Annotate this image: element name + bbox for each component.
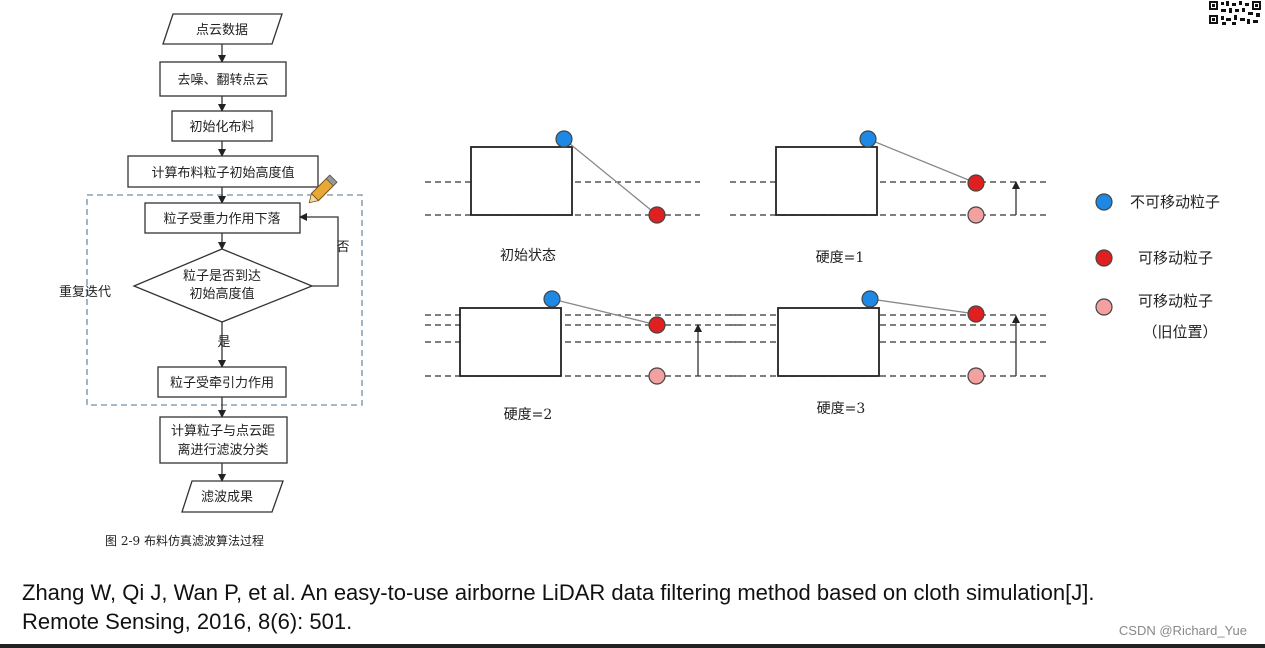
pencil-icon [308, 174, 338, 204]
gravity-label: 粒子受重力作用下落 [163, 211, 280, 227]
bottom-border [0, 644, 1265, 648]
legend-old-marker [1095, 298, 1113, 316]
flowchart [86, 13, 363, 513]
old-position-particle [648, 367, 666, 385]
panel-rigidness-2 [425, 298, 745, 377]
old-position-particle [967, 367, 985, 385]
legend: 不可移动粒子 可移动粒子 可移动粒子 （旧位置） [1095, 193, 1220, 341]
no-label: 否 [336, 240, 349, 255]
start-label: 点云数据 [196, 23, 248, 38]
panel-rigidness-1 [730, 138, 1048, 216]
immovable-particle [555, 130, 573, 148]
movable-particle [967, 305, 985, 323]
denoise-label: 去噪、翻转点云 [177, 73, 268, 88]
panel-initial-label: 初始状态 [500, 247, 556, 264]
classify-box [159, 416, 288, 464]
panel-initial [425, 138, 700, 216]
end-label: 滤波成果 [201, 490, 253, 505]
immovable-particle [543, 290, 561, 308]
init-cloth-label: 初始化布料 [189, 120, 254, 135]
legend-old-label-2: （旧位置） [1142, 323, 1217, 341]
tension-box [157, 366, 287, 398]
panel-rigidness-2-label: 硬度=2 [504, 407, 553, 423]
decision-label-2: 初始高度值 [189, 286, 254, 302]
immovable-particle [861, 290, 879, 308]
movable-particle [967, 174, 985, 192]
immovable-particle [859, 130, 877, 148]
panel-rigidness-3-label: 硬度=3 [817, 401, 866, 417]
csdn-watermark: CSDN @Richard_Yue [1118, 623, 1247, 638]
decision-label-1: 粒子是否到达 [183, 269, 261, 284]
citation-line-2: Remote Sensing, 2016, 8(6): 501. [22, 609, 353, 634]
start-node [162, 13, 283, 45]
movable-particle [648, 206, 666, 224]
decision-node [132, 248, 314, 323]
panel-rigidness-3 [730, 298, 1048, 377]
citation-line-1: Zhang W, Qi J, Wan P, et al. An easy-to-… [22, 580, 1095, 605]
legend-immovable-marker [1095, 193, 1113, 211]
qr-code-icon [1208, 0, 1264, 26]
movable-particle [648, 316, 666, 334]
classify-label-2: 离进行滤波分类 [177, 442, 268, 458]
denoise-box [159, 61, 287, 97]
iteration-loop-box [86, 194, 363, 406]
no-loop-arrow [299, 213, 339, 287]
legend-immovable-label: 不可移动粒子 [1130, 193, 1220, 211]
figure-caption: 图 2-9 布料仿真滤波算法过程 [105, 533, 264, 548]
legend-movable-marker [1095, 249, 1113, 267]
yes-label: 是 [217, 335, 230, 350]
init-cloth-box [171, 110, 273, 142]
panel-rigidness-1-label: 硬度=1 [816, 250, 865, 266]
init-height-label: 计算布料粒子初始高度值 [151, 165, 294, 181]
tension-label: 粒子受牵引力作用 [170, 376, 274, 391]
loop-label: 重复迭代 [59, 284, 111, 300]
old-position-particle [967, 206, 985, 224]
end-node [181, 480, 284, 513]
init-height-box [127, 155, 319, 188]
legend-movable-label: 可移动粒子 [1138, 249, 1213, 267]
reference-citation: Zhang W, Qi J, Wan P, et al. An easy-to-… [22, 578, 1262, 636]
legend-old-label-1: 可移动粒子 [1138, 292, 1213, 310]
classify-label-1: 计算粒子与点云距 [171, 424, 275, 439]
